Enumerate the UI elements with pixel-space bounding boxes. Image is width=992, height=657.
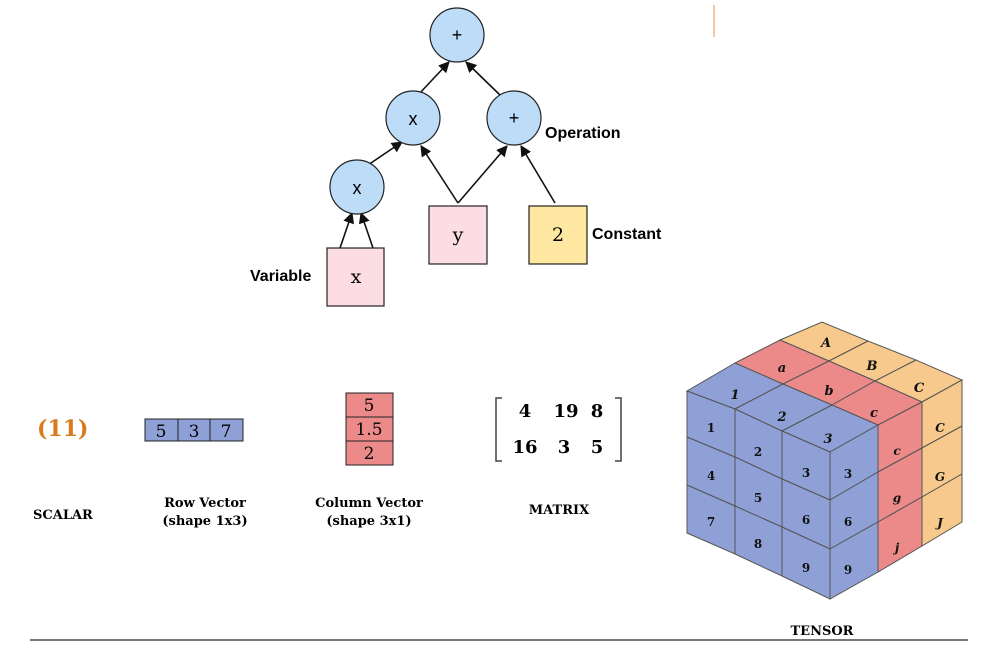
- edge-x-to-lowtimes-left: [339, 211, 355, 249]
- column-vector-cell: [345, 416, 394, 442]
- tensor-label: a: [778, 361, 786, 376]
- variable-x-node: [326, 247, 385, 307]
- tensor-label: j: [893, 541, 900, 555]
- tensor-label: 6: [802, 513, 810, 527]
- tensor-label: 1: [707, 421, 715, 435]
- row-vector-value: 5: [156, 422, 167, 442]
- tensor-label: B: [866, 359, 878, 374]
- tensor-label: 3: [823, 432, 832, 447]
- tensor-label: 6: [844, 515, 852, 529]
- tensor-label: 7: [707, 515, 715, 529]
- constant-node: [528, 205, 588, 265]
- tensor-label: 5: [754, 491, 762, 505]
- edge-y-to-midplus: [457, 145, 508, 204]
- tensor-label: 2: [776, 410, 786, 425]
- tensor-label: b: [824, 384, 833, 399]
- tensor-label: C: [935, 421, 945, 435]
- row-vector: 5 3 7: [144, 418, 244, 442]
- tensor-label: C: [914, 381, 925, 396]
- matrix-caption: MATRIX: [529, 503, 590, 518]
- tensor-label: 4: [707, 469, 715, 483]
- row-vector-cell: [209, 418, 244, 442]
- column-vector-cell: [345, 440, 394, 466]
- matrix: 4 19 8 16 3 5: [495, 397, 622, 462]
- tensor-label: 8: [754, 537, 762, 551]
- tensor-label: J: [935, 516, 944, 530]
- constant-label: Constant: [592, 226, 662, 243]
- tensor-cube: [685, 321, 964, 600]
- tensor-front-labels: 1 2 3 4 5 7 8 6 9 3 6 9 c g j C G J: [707, 421, 945, 577]
- row-vector-value: 7: [221, 422, 232, 442]
- variable-label: Variable: [250, 268, 311, 285]
- operation-label: Operation: [545, 125, 621, 142]
- plus-operation-node-2: [486, 90, 542, 146]
- tensor-label: 1: [730, 388, 739, 403]
- matrix-cell: 3: [558, 437, 571, 458]
- matrix-cell: 8: [591, 401, 604, 422]
- matrix-cell: 19: [553, 401, 578, 422]
- matrix-cell: 5: [591, 437, 604, 458]
- matrix-right-bracket: [615, 397, 622, 462]
- variable-y-label: y: [452, 224, 464, 246]
- edge-plus-to-plus: [465, 61, 501, 96]
- column-vector-shape: (shape 3x1): [326, 514, 411, 529]
- variable-x-label: x: [351, 266, 362, 288]
- plus-operation-label-2: +: [509, 108, 520, 128]
- edge-x-to-lowtimes-right: [358, 211, 374, 249]
- tensor-label: 3: [844, 467, 852, 481]
- computational-graph: + x + x y 2 x Operation Constant Variabl…: [250, 7, 662, 307]
- plus-operation-label: +: [452, 25, 463, 45]
- column-vector-value: 2: [364, 444, 375, 464]
- tensor-label: g: [893, 491, 901, 505]
- scalar-value: (11): [37, 416, 88, 442]
- row-vector-value: 3: [189, 422, 200, 442]
- tensor-label: c: [870, 406, 878, 421]
- tensor-caption: TENSOR: [791, 624, 854, 639]
- multiply-operation-node: [385, 90, 441, 146]
- variable-y-node: [428, 205, 488, 265]
- edge-y-to-midtimes: [420, 145, 459, 204]
- tensor-label: 3: [802, 466, 810, 480]
- matrix-cell: 4: [519, 401, 532, 422]
- tensor-label: 9: [844, 563, 852, 577]
- tensor-label: G: [935, 470, 945, 484]
- row-vector-shape: (shape 1x3): [162, 514, 247, 529]
- edge-times-to-plus: [417, 61, 450, 96]
- tensor-label: c: [893, 444, 901, 458]
- matrix-cell: 16: [512, 437, 537, 458]
- column-vector-value: 1.5: [355, 420, 382, 440]
- tensor-label: A: [819, 336, 831, 351]
- scalar-caption: SCALAR: [33, 508, 93, 523]
- plus-operation-node: [429, 7, 485, 63]
- constant-value-label: 2: [552, 224, 564, 246]
- column-vector-cell: [345, 392, 394, 418]
- edge-2-to-midplus: [520, 145, 556, 204]
- column-vector: 5 1.5 2: [345, 392, 394, 466]
- edge-lowtimes-to-midtimes: [367, 141, 403, 166]
- matrix-left-bracket: [495, 397, 502, 462]
- multiply-operation-node-2: [329, 159, 385, 215]
- tensor-label: 2: [754, 445, 762, 459]
- row-vector-caption: Row Vector: [164, 496, 246, 511]
- column-vector-value: 5: [364, 396, 375, 416]
- decorative-mark: [713, 5, 715, 37]
- tensor-side-cell: [921, 473, 963, 547]
- multiply-operation-label: x: [409, 109, 418, 129]
- multiply-operation-label-2: x: [353, 178, 362, 198]
- column-vector-caption: Column Vector: [315, 496, 423, 511]
- tensor-label: 9: [802, 561, 810, 575]
- tensor-labels: A B C a b c 1 2 3: [730, 336, 924, 447]
